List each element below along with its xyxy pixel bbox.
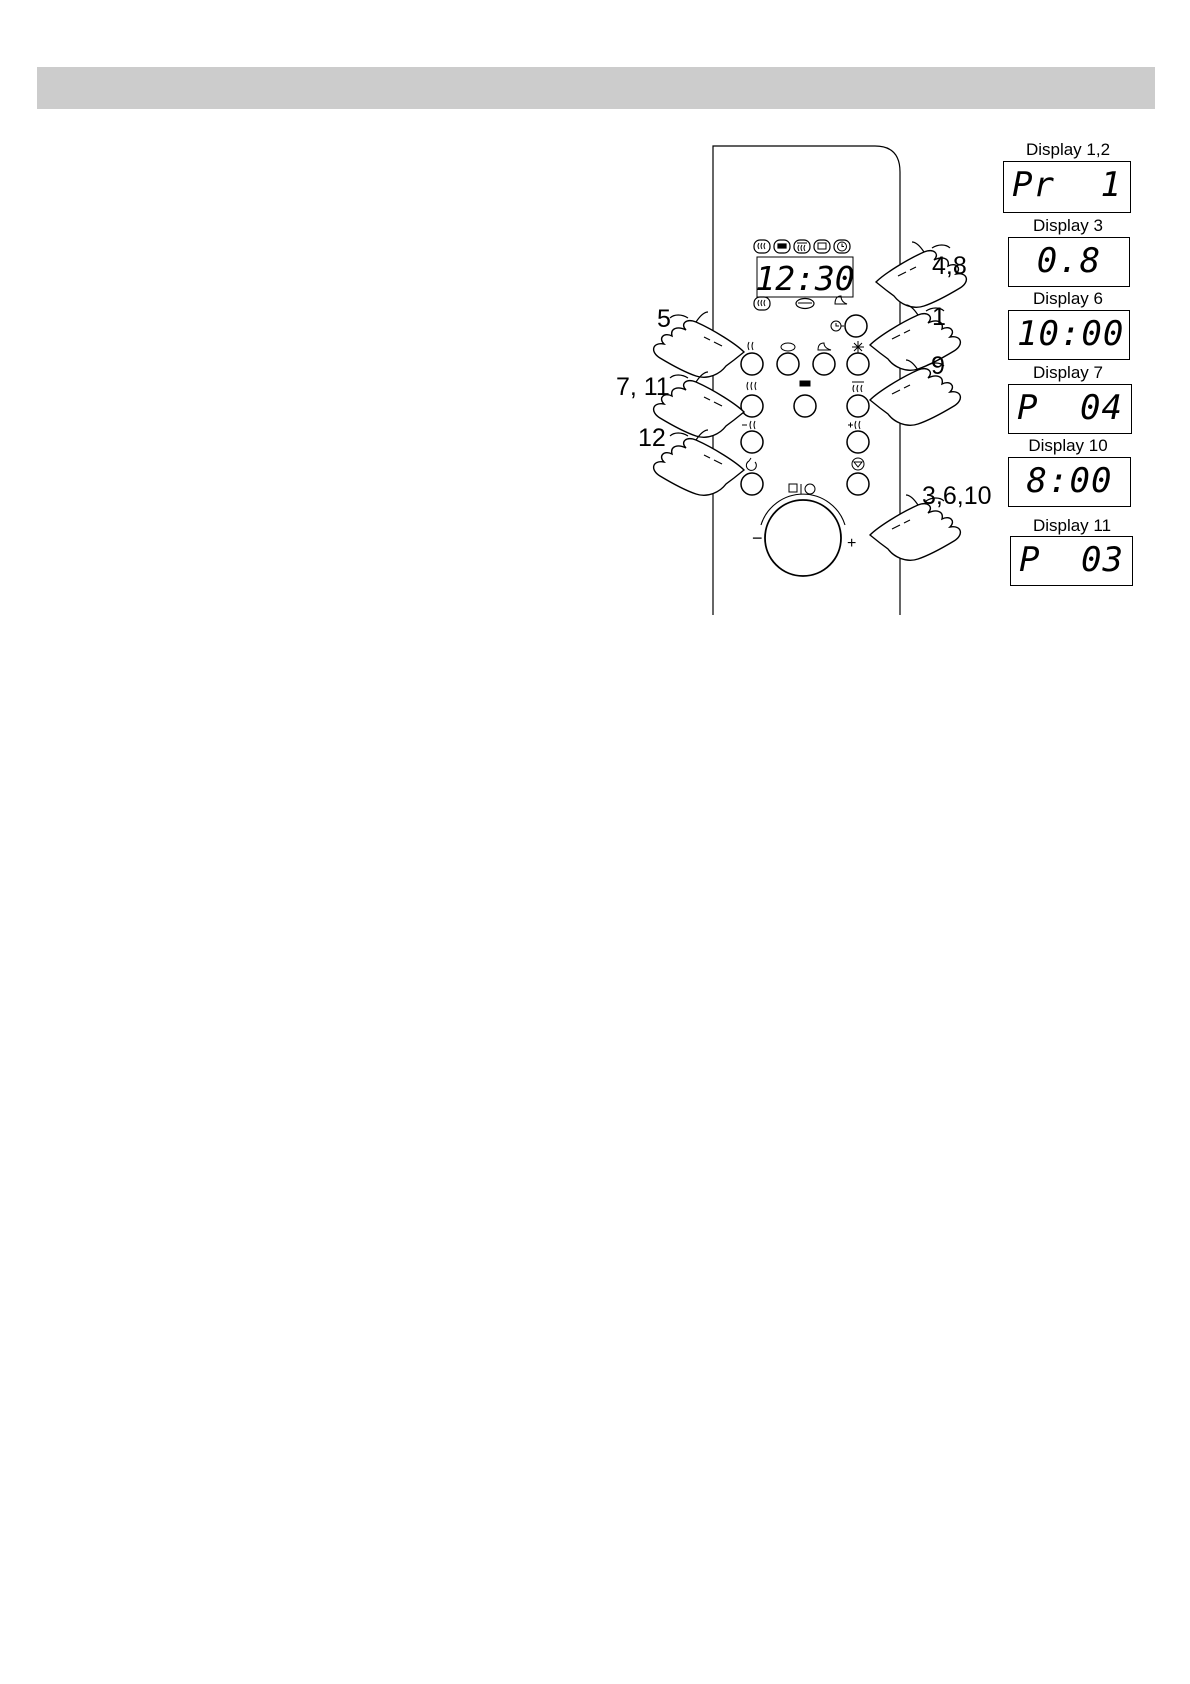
dial-minus-label: − xyxy=(752,528,763,548)
back-button xyxy=(740,472,764,496)
clock-button xyxy=(844,314,868,338)
fan-button xyxy=(740,394,764,418)
lcd-right-text: 04 xyxy=(1080,388,1123,428)
lcd-left-text: P xyxy=(1019,540,1041,580)
lcd-left-text: Pr xyxy=(1012,165,1055,205)
dial-plus-label: + xyxy=(847,535,856,552)
clock-display: 12:30 xyxy=(755,259,854,298)
grill-button xyxy=(740,352,764,376)
display-caption: Display 6 xyxy=(1033,289,1103,308)
selector-dial xyxy=(764,499,842,577)
callout-12: 12 xyxy=(638,424,666,452)
display-caption: Display 11 xyxy=(1032,516,1112,535)
combi-button xyxy=(846,394,870,418)
callout-9: 9 xyxy=(931,352,945,380)
display-caption: Display 1,2 xyxy=(1025,140,1111,159)
panel-outline xyxy=(712,145,901,615)
clock-display-frame xyxy=(756,256,854,298)
section-header-bar xyxy=(37,67,1155,109)
defrost-button xyxy=(846,352,870,376)
top-indicator-icons xyxy=(753,239,851,254)
lcd-display: 0.8 xyxy=(1008,237,1130,287)
lcd-right-text: 03 xyxy=(1081,540,1124,580)
display-caption: Display 7 xyxy=(1033,363,1103,382)
stop-button xyxy=(846,472,870,496)
callout-7-11: 7, 11 xyxy=(616,373,670,401)
bottom-indicator-icons xyxy=(753,295,848,311)
lcd-display: Pr 1 xyxy=(1003,161,1131,213)
callout-5: 5 xyxy=(657,305,671,333)
dial-arc xyxy=(760,493,846,526)
callout-4-8: 4,8 xyxy=(932,252,967,280)
panel-buttons xyxy=(740,314,870,496)
oven-button xyxy=(793,394,817,418)
lcd-display: 10:00 xyxy=(1008,310,1130,360)
lcd-display: P 03 xyxy=(1010,536,1133,586)
minus-grill-button xyxy=(740,430,764,454)
lcd-left-text: P xyxy=(1017,388,1039,428)
steam-button xyxy=(812,352,836,376)
callout-1: 1 xyxy=(932,303,946,331)
display-caption: Display 10 xyxy=(1028,436,1108,455)
lcd-display: 8:00 xyxy=(1008,457,1131,507)
callout-3-6-10: 3,6,10 xyxy=(922,482,992,510)
display-caption: Display 3 xyxy=(1033,216,1103,235)
plus-grill-button xyxy=(846,430,870,454)
crisp-button xyxy=(776,352,800,376)
lcd-right-text: 1 xyxy=(1100,165,1122,205)
lcd-display: P 04 xyxy=(1008,384,1132,434)
button-symbols xyxy=(742,320,865,495)
